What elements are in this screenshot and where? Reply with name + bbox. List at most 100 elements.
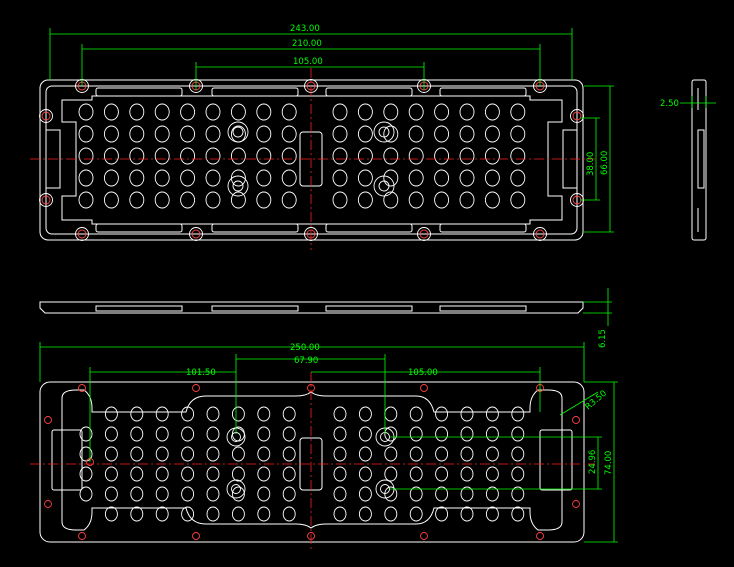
lens-hole xyxy=(333,506,347,522)
lens-hole xyxy=(511,426,525,442)
lens-hole xyxy=(485,466,499,482)
lens-hole xyxy=(78,191,94,209)
lens-hole xyxy=(103,147,119,165)
lens-hole xyxy=(257,406,271,422)
lens-hole xyxy=(510,103,526,121)
lens-hole xyxy=(510,147,526,165)
lens-hole xyxy=(104,486,118,502)
lens-hole xyxy=(484,103,500,121)
lens-hole xyxy=(205,147,221,165)
screw-hole xyxy=(78,532,86,540)
lens-hole xyxy=(332,191,348,209)
lens-hole xyxy=(181,406,195,422)
dim-bottom-right-pitch: 105.00 xyxy=(408,368,438,378)
lens-hole xyxy=(333,406,347,422)
lens-hole xyxy=(78,125,94,143)
lens-hole xyxy=(510,125,526,143)
screw-boss xyxy=(39,193,53,207)
lens-hole xyxy=(511,466,525,482)
lens-hole xyxy=(460,406,474,422)
lens-hole xyxy=(333,446,347,462)
lens-hole xyxy=(154,147,170,165)
lens-hole xyxy=(511,506,525,522)
lens-hole xyxy=(130,426,144,442)
lens-hole xyxy=(511,486,525,502)
lens-hole xyxy=(511,406,525,422)
lens-hole xyxy=(459,125,475,143)
lens-hole xyxy=(130,486,144,502)
lens-hole xyxy=(130,506,144,522)
screw-hole xyxy=(420,384,428,392)
lens-hole xyxy=(206,486,220,502)
lens-hole xyxy=(333,486,347,502)
lens-hole xyxy=(281,169,297,187)
lens-hole xyxy=(408,169,424,187)
dim-side-thickness: 2.50 xyxy=(660,99,679,109)
lens-hole xyxy=(384,406,398,422)
lens-hole xyxy=(282,406,296,422)
lens-hole xyxy=(358,426,372,442)
lens-hole xyxy=(104,406,118,422)
lens-hole xyxy=(282,506,296,522)
lens-hole xyxy=(510,191,526,209)
dim-bottom-radius: R3.50 xyxy=(584,389,609,413)
lens-hole xyxy=(104,466,118,482)
screw-hole xyxy=(191,229,201,239)
side-view-outline xyxy=(691,79,707,241)
lens-hole xyxy=(103,125,119,143)
top-slot xyxy=(95,87,183,97)
lens-hole xyxy=(155,446,169,462)
lens-hole xyxy=(104,426,118,442)
lens-hole xyxy=(357,125,373,143)
bottom-view-lens-holes xyxy=(79,406,525,522)
lens-hole xyxy=(358,486,372,502)
lens-hole xyxy=(155,406,169,422)
lens-hole xyxy=(434,169,450,187)
side-view: 2.50 xyxy=(660,79,716,241)
screw-hole xyxy=(572,416,580,424)
bottom-view-left-notch xyxy=(51,429,83,491)
lens-hole xyxy=(256,103,272,121)
mount-boss-inner xyxy=(378,180,390,192)
screw-hole xyxy=(572,111,582,121)
lens-hole xyxy=(333,466,347,482)
dim-top-overall-width: 243.00 xyxy=(290,24,320,34)
lens-hole xyxy=(282,426,296,442)
lens-hole xyxy=(206,466,220,482)
screw-hole xyxy=(44,500,52,508)
lens-hole xyxy=(384,446,398,462)
dim-bottom-left-offset: 101.50 xyxy=(186,368,216,378)
lens-hole xyxy=(358,466,372,482)
lens-hole xyxy=(129,103,145,121)
lens-hole xyxy=(485,446,499,462)
lens-hole xyxy=(408,125,424,143)
lens-hole xyxy=(155,466,169,482)
lens-hole xyxy=(257,446,271,462)
lens-hole xyxy=(357,147,373,165)
lens-hole xyxy=(459,103,475,121)
lens-hole xyxy=(460,426,474,442)
lens-hole xyxy=(332,125,348,143)
lens-hole xyxy=(230,191,246,209)
lens-hole xyxy=(409,486,423,502)
lens-hole xyxy=(408,191,424,209)
lens-hole xyxy=(282,446,296,462)
mount-boss-inner xyxy=(232,126,244,138)
lens-hole xyxy=(460,466,474,482)
lens-hole xyxy=(154,125,170,143)
lens-hole xyxy=(79,426,93,442)
lens-hole xyxy=(435,486,449,502)
lens-hole xyxy=(206,506,220,522)
dim-bottom-center-pitch: 67.90 xyxy=(294,356,318,366)
lens-hole xyxy=(459,191,475,209)
lens-hole xyxy=(435,406,449,422)
mount-boss xyxy=(373,175,395,197)
lens-hole xyxy=(357,169,373,187)
top-view-slots xyxy=(95,87,527,233)
lens-hole xyxy=(205,103,221,121)
lens-hole xyxy=(181,486,195,502)
lens-hole xyxy=(181,446,195,462)
lens-hole xyxy=(155,426,169,442)
lens-hole xyxy=(333,426,347,442)
screw-hole xyxy=(192,532,200,540)
